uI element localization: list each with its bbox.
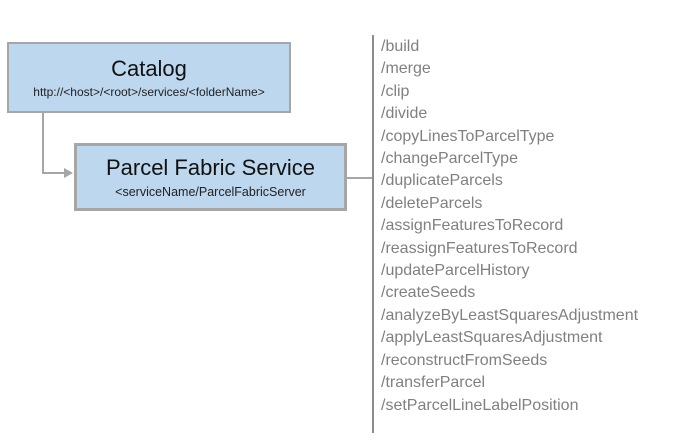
operation-item: /updateParcelHistory: [381, 262, 530, 280]
catalog-box-title: Catalog: [111, 55, 187, 81]
operations-list: /build/merge/clip/divide/copyLinesToParc…: [381, 36, 686, 417]
operation-item: /clip: [381, 82, 410, 100]
connector-elbow-horizontal: [42, 172, 65, 174]
operation-item: /applyLeastSquaresAdjustment: [381, 329, 603, 347]
operation-item: /deleteParcels: [381, 194, 483, 212]
operation-item: /reassignFeaturesToRecord: [381, 239, 578, 257]
parcel-fabric-service-url: <serviceName/ParcelFabricServer: [115, 184, 306, 199]
parcel-fabric-service-title: Parcel Fabric Service: [105, 155, 316, 181]
operation-item: /build: [381, 38, 420, 55]
operation-item: /assignFeaturesToRecord: [381, 217, 564, 235]
connector-elbow-vertical: [42, 113, 44, 173]
parcel-fabric-service-box: Parcel Fabric Service <serviceName/Parce…: [74, 143, 347, 211]
operation-item: /copyLinesToParcelType: [381, 127, 555, 145]
operation-item: /analyzeByLeastSquaresAdjustment: [381, 306, 639, 324]
operations-separator-line: [372, 35, 374, 433]
operation-item: /reconstructFromSeeds: [381, 351, 548, 369]
operation-item: /createSeeds: [381, 284, 476, 302]
operation-item: /divide: [381, 105, 428, 123]
operation-item: /merge: [381, 60, 431, 78]
catalog-box: Catalog http://<host>/<root>/services/<f…: [7, 42, 291, 113]
operation-item: /setParcelLineLabelPosition: [381, 396, 579, 414]
operation-item: /duplicateParcels: [381, 172, 503, 190]
connector-service-to-operations: [347, 177, 373, 179]
operation-item: /transferParcel: [381, 374, 486, 392]
arrow-right-icon: [64, 168, 73, 178]
operation-item: /changeParcelType: [381, 150, 518, 168]
catalog-box-url: http://<host>/<root>/services/<folderNam…: [33, 85, 265, 100]
